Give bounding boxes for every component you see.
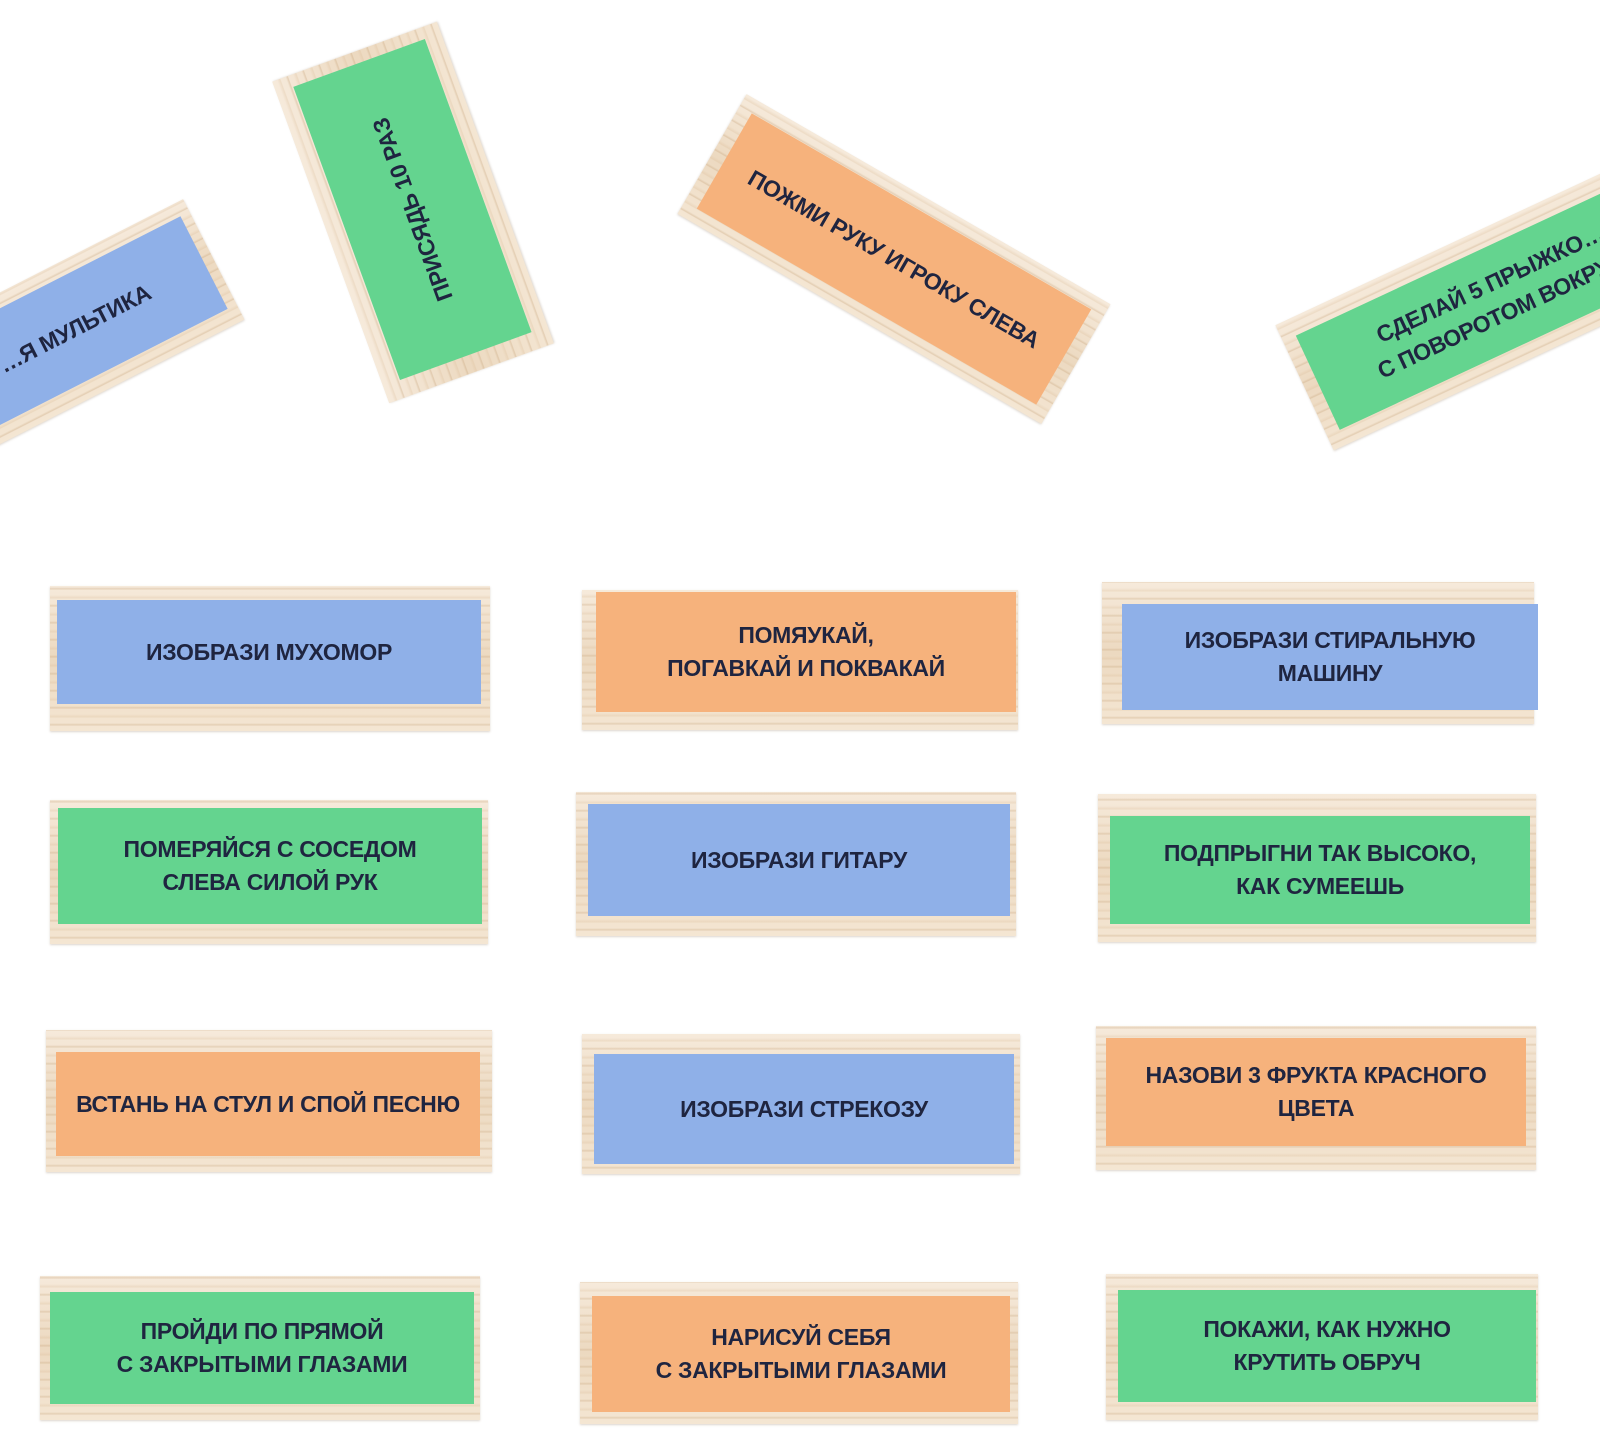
task-card-label: НАЗОВИ 3 ФРУКТА КРАСНОГО ЦВЕТА [1106, 1038, 1526, 1146]
task-card-label: ПОКАЖИ, КАК НУЖНО КРУТИТЬ ОБРУЧ [1118, 1290, 1536, 1402]
task-card-label: ПОМЯУКАЙ, ПОГАВКАЙ И ПОКВАКАЙ [596, 592, 1016, 712]
scattered-block-4: СДЕЛАЙ 5 ПРЫЖКО… С ПОВОРОТОМ ВОКРУ… [1275, 147, 1600, 451]
scattered-block-2: ПРИСЯДЬ 10 РАЗ [272, 21, 554, 404]
scattered-block-1: …Я МУЛЬТИКА [0, 199, 245, 456]
task-card-label: ПОДПРЫГНИ ТАК ВЫСОКО, КАК СУМЕЕШЬ [1110, 816, 1530, 924]
task-card-label: ИЗОБРАЗИ СТРЕКОЗУ [594, 1054, 1014, 1164]
task-card-label: НАРИСУЙ СЕБЯ С ЗАКРЫТЫМИ ГЛАЗАМИ [592, 1296, 1010, 1412]
task-card-label: ПОМЕРЯЙСЯ С СОСЕДОМ СЛЕВА СИЛОЙ РУК [58, 808, 482, 924]
task-card-label: ИЗОБРАЗИ МУХОМОР [57, 600, 481, 704]
task-card-label: ВСТАНЬ НА СТУЛ И СПОЙ ПЕСНЮ [56, 1052, 480, 1156]
task-card-label: ИЗОБРАЗИ СТИРАЛЬНУЮ МАШИНУ [1122, 604, 1538, 710]
scattered-block-3: ПОЖМИ РУКУ ИГРОКУ СЛЕВА [677, 94, 1111, 424]
task-card-label: ПРОЙДИ ПО ПРЯМОЙ С ЗАКРЫТЫМИ ГЛАЗАМИ [50, 1292, 474, 1404]
task-card-label: ИЗОБРАЗИ ГИТАРУ [588, 804, 1010, 916]
